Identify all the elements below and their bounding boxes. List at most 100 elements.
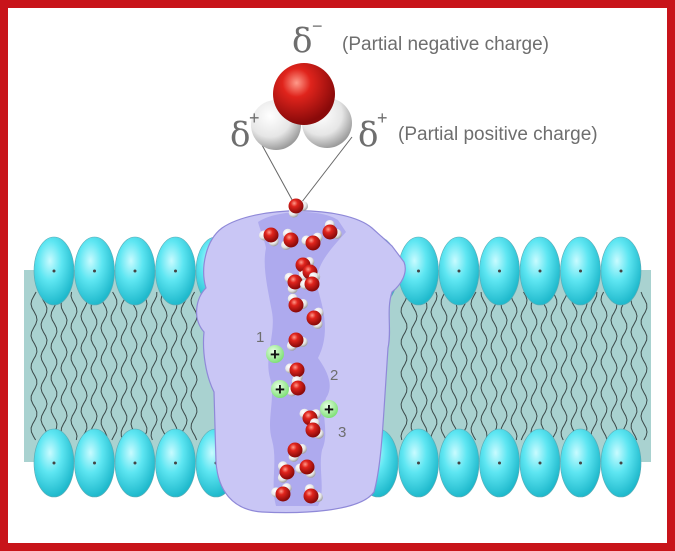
- lipid-tail: [100, 291, 108, 441]
- water-molecule: [287, 293, 308, 313]
- lipid-tail: [550, 291, 558, 441]
- water-molecule: [286, 376, 306, 397]
- lipid-tail: [470, 291, 478, 441]
- oxygen-atom: [303, 488, 319, 504]
- delta-positive-right-symbol: δ: [358, 115, 378, 155]
- lipid-tail: [50, 291, 58, 441]
- oxygen-atom: [287, 274, 303, 290]
- delta-positive-left-symbol: δ: [230, 115, 250, 155]
- water-molecule: [271, 483, 292, 502]
- lipid-head-dot: [93, 269, 96, 273]
- oxygen-atom: [288, 332, 304, 348]
- positive-sign-right: +: [377, 108, 388, 128]
- lipid-tail: [110, 291, 118, 441]
- lipid-head-dot: [174, 269, 177, 273]
- lipid-head-dot: [619, 461, 623, 465]
- water-molecules: [259, 198, 342, 504]
- binding-site-2: 2: [330, 367, 338, 384]
- water-molecule: [277, 461, 295, 483]
- lipid-head-dot: [619, 269, 623, 273]
- lipid-tails: [30, 291, 648, 441]
- lipid-head-dot: [417, 461, 420, 465]
- lipid-tail: [600, 291, 608, 441]
- lipid-tail: [560, 291, 568, 441]
- lipid-tail: [90, 291, 98, 441]
- zoom-line-right: [297, 136, 353, 208]
- lipid-tail: [60, 291, 68, 441]
- lipid-head-dot: [133, 461, 137, 465]
- oxygen-atom: [273, 63, 335, 125]
- positive-charge-icon: [266, 345, 284, 363]
- lipid-tail: [480, 291, 488, 441]
- lipid-tail: [180, 291, 188, 441]
- oxygen-atom: [279, 464, 295, 480]
- oxygen-atom: [305, 235, 321, 251]
- lipid-tail: [410, 291, 418, 441]
- water-molecule: [288, 198, 308, 218]
- oxygen-atom: [299, 459, 315, 475]
- lipid-tail: [520, 291, 528, 441]
- lipid-tail: [570, 291, 578, 441]
- positive-charge-icon: [271, 380, 289, 398]
- lipid-tail: [120, 291, 128, 441]
- binding-site-symbol: +: [270, 345, 280, 364]
- water-molecule: [301, 232, 323, 251]
- lipid-head-dot: [579, 269, 582, 273]
- lipid-tail: [400, 291, 408, 441]
- lipid-head-dot: [498, 461, 501, 465]
- water-molecule: [300, 272, 320, 292]
- oxygen-atom: [263, 227, 279, 243]
- lipid-tail: [150, 291, 158, 441]
- water-molecule: [305, 418, 324, 439]
- lipid-tail: [140, 291, 148, 441]
- lipid-tail: [440, 291, 448, 441]
- oxygen-atom: [275, 486, 291, 502]
- binding-site-symbol: +: [324, 400, 334, 419]
- lipid-tail: [40, 291, 48, 441]
- binding-site-symbol: +: [275, 380, 285, 399]
- water-molecule: [303, 484, 323, 504]
- lipid-tail: [450, 291, 458, 441]
- lipid-tail: [640, 291, 648, 441]
- lipid-tail: [590, 291, 598, 441]
- water-molecule: [306, 307, 324, 329]
- lipid-head-dot: [133, 269, 137, 273]
- lipid-head-dot: [174, 461, 177, 465]
- lipid-tail: [130, 291, 138, 441]
- water-molecule: [322, 220, 342, 240]
- lipid-head-dot: [538, 269, 542, 273]
- partial-positive-label: (Partial positive charge): [398, 124, 598, 145]
- lipid-tail: [620, 291, 628, 441]
- lipid-tail: [530, 291, 538, 441]
- lipid-head-dot: [417, 269, 420, 273]
- lipid-head-dot: [52, 461, 56, 465]
- lipid-tail: [30, 291, 38, 441]
- lipid-head-dot: [93, 461, 96, 465]
- lipid-tail: [430, 291, 438, 441]
- binding-site-number: 2: [330, 367, 338, 384]
- oxygen-atom: [289, 362, 305, 378]
- binding-site-1: 1 +: [256, 329, 284, 364]
- lipid-head-dot: [52, 269, 56, 273]
- positive-charge-icon: [320, 400, 338, 418]
- lipid-tail: [500, 291, 508, 441]
- water-molecule: [259, 227, 279, 247]
- water-molecule: [281, 228, 299, 250]
- lipid-tail: [630, 291, 638, 441]
- lipid-tail: [460, 291, 468, 441]
- water-molecule: [284, 272, 303, 294]
- oxygen-atom: [306, 310, 322, 326]
- channel-pore: [258, 211, 346, 506]
- lipid-tail: [540, 291, 548, 441]
- water-molecule: [295, 459, 316, 478]
- oxygen-atom: [305, 422, 321, 438]
- lipid-tail: [510, 291, 518, 441]
- lipid-head-dot: [457, 269, 461, 273]
- lipid-head-dot: [579, 461, 582, 465]
- binding-site-unnumbered: +: [271, 380, 289, 399]
- oxygen-atom: [287, 442, 303, 458]
- oxygen-atom: [288, 297, 304, 313]
- positive-sign-left: +: [249, 108, 260, 128]
- oxygen-atom: [304, 276, 320, 292]
